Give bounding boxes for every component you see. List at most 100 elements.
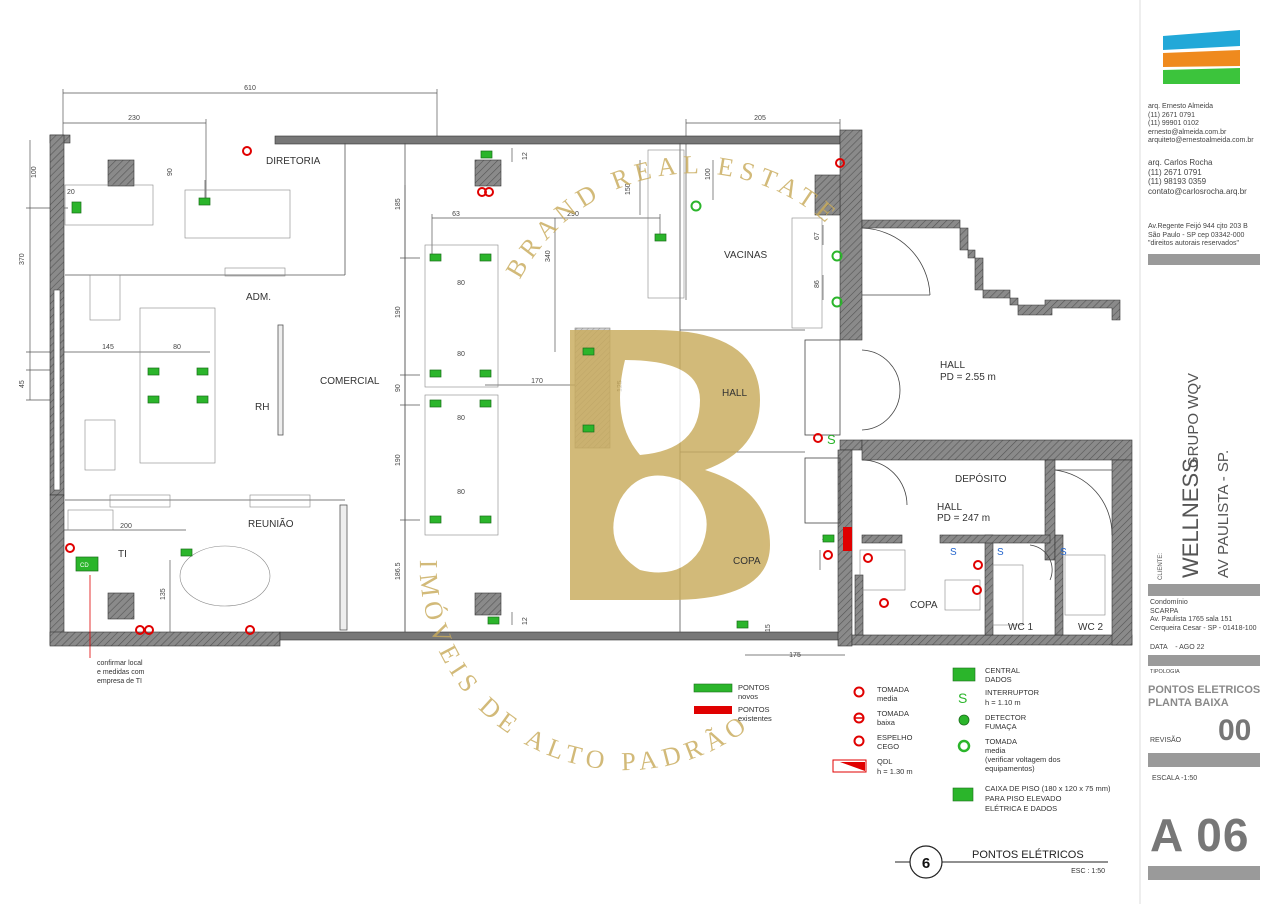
room-ti: TI: [118, 549, 127, 560]
room-rh: RH: [255, 402, 269, 413]
project-subtitle: GRUPO WQV: [1185, 373, 1202, 468]
floor-box: [479, 369, 492, 378]
legend-tmv-3: (verificar voltagem dos: [985, 755, 1061, 764]
gray-divider: [1148, 753, 1260, 767]
drawing-number: 6: [922, 855, 930, 872]
switch-icon: S: [1060, 547, 1067, 558]
gray-divider: [1148, 866, 1260, 880]
legend-new-1: PONTOS: [738, 683, 770, 692]
dim-86: 86: [814, 280, 821, 288]
dim-170: 170: [531, 378, 543, 385]
architect-1-line: ernesto@almeida.com.br: [1148, 128, 1227, 136]
dim-610: 610: [244, 85, 256, 92]
floor-box: [736, 620, 749, 629]
dim-100-vac: 100: [705, 168, 712, 180]
dim-100: 100: [31, 166, 38, 178]
floor-box: [180, 548, 193, 557]
dim-175: 175: [789, 652, 801, 659]
address-line: São Paulo - SP cep 03342-000: [1148, 231, 1245, 239]
floor-box: [582, 424, 595, 433]
dim-290: 290: [567, 211, 579, 218]
condominio-line: SCARPA: [1150, 607, 1179, 615]
tomada-media-icon: [65, 543, 75, 553]
legend-int-2: h = 1.10 m: [985, 698, 1021, 707]
dim-190-a: 190: [395, 306, 402, 318]
dim-185: 185: [395, 198, 402, 210]
caixa-piso-legend-icon: [952, 787, 974, 802]
legend-cp-3: ELÉTRICA E DADOS: [985, 804, 1057, 813]
detector-fumaca-legend-icon: [958, 714, 970, 726]
dim-80-1: 80: [457, 280, 465, 287]
switch-icon: S: [950, 547, 957, 558]
ti-note-line-3: empresa de TI: [97, 678, 142, 685]
room-labels: DIRETORIA ADM. RH COMERCIAL REUNIÃO TI V…: [118, 156, 1103, 633]
floor-box: [654, 233, 667, 242]
dim-45: 45: [19, 380, 26, 388]
project-location: AV PAULISTA - SP.: [1215, 450, 1232, 578]
tomada-baixa-icon: [245, 625, 255, 635]
new-points: [71, 150, 843, 629]
floor-box: [71, 201, 82, 214]
dim-80-2: 80: [457, 351, 465, 358]
architect-1-line: (11) 2671 0791: [1148, 111, 1195, 119]
ti-note-line-2: e medidas com: [97, 669, 145, 676]
legend-tb-1: TOMADA: [877, 709, 909, 718]
dim-370: 370: [19, 253, 26, 265]
legend-tm-2: media: [877, 694, 898, 703]
gray-divider: [1148, 584, 1260, 596]
floor-box: [196, 367, 209, 376]
floor-box: [479, 399, 492, 408]
legend-tmv-4: equipamentos): [985, 764, 1035, 773]
revisao-value: 00: [1218, 714, 1252, 747]
floor-box: [822, 534, 835, 543]
tomada-baixa-icon: [144, 625, 154, 635]
tomada-baixa-legend-icon: [853, 712, 865, 724]
ti-note-line-1: confirmar local: [97, 660, 143, 667]
data-label: DATA: [1150, 644, 1168, 651]
room-hall-outer-pd: PD = 2.55 m: [940, 372, 996, 383]
escala-label: ESCALA -1:50: [1152, 775, 1198, 782]
legend-cd-2: DADOS: [985, 675, 1012, 684]
floor-box: [479, 253, 492, 262]
floor-box: [582, 347, 595, 356]
sheet-number: A 06: [1150, 809, 1250, 861]
architect-2-line: contato@carlosrocha.arq.br: [1148, 186, 1247, 196]
dim-80-3: 80: [457, 415, 465, 422]
legend-cp-2: PARA PISO ELEVADO: [985, 794, 1062, 803]
drawing-tag: 6 PONTOS ELÉTRICOS ESC : 1:50: [895, 845, 1108, 879]
room-adm: ADM.: [246, 292, 271, 303]
tomada-media-icon: [973, 560, 983, 570]
gray-divider: [1148, 655, 1260, 666]
architect-2-line: (11) 2671 0791: [1148, 167, 1202, 177]
room-vacinas: VACINAS: [724, 250, 767, 261]
tipologia-line: PONTOS ELETRICOS: [1148, 684, 1261, 696]
address-line: Av.Regente Feijó 944 cjto 203 B: [1148, 223, 1248, 230]
room-comercial: COMERCIAL: [320, 376, 380, 387]
tomada-media-icon: [863, 553, 873, 563]
watermark-arc-top: BRAND REAL ESTATE: [500, 150, 846, 283]
legend-existing-swatch: [694, 706, 732, 714]
drawing-title: PONTOS ELÉTRICOS: [972, 848, 1084, 861]
legend-tmv-2: media: [985, 746, 1006, 755]
dim-190-b: 190: [395, 454, 402, 466]
central-dados-legend-icon: [952, 667, 976, 682]
existing-points: [65, 146, 983, 635]
room-wc2: WC 2: [1078, 622, 1103, 633]
switch-icon: S: [997, 547, 1004, 558]
condominio-line: Av. Paulista 1765 sala 151: [1150, 616, 1233, 623]
ti-note: confirmar local e medidas com empresa de…: [89, 575, 145, 685]
espelho-cego-legend-icon: [853, 735, 865, 747]
revisao-label: REVISÃO: [1150, 737, 1182, 744]
dim-135: 135: [160, 588, 167, 600]
room-hall-inner: HALL: [722, 388, 747, 399]
tipologia-line: PLANTA BAIXA: [1148, 697, 1229, 709]
central-dados-tag: CD: [80, 563, 89, 569]
legend-cp-1: CAIXA DE PISO (180 x 120 x 75 mm): [985, 784, 1111, 793]
tomada-media-icon: [813, 433, 823, 443]
data-value: - AGO 22: [1175, 644, 1205, 651]
legend-existing-2: existentes: [738, 714, 772, 723]
central-dados-box: [75, 556, 99, 572]
floor-box: [429, 399, 442, 408]
title-block: WELLNESS GRUPO WQV AV PAULISTA - SP. CLI…: [1139, 0, 1240, 904]
floor-box: [198, 197, 211, 206]
